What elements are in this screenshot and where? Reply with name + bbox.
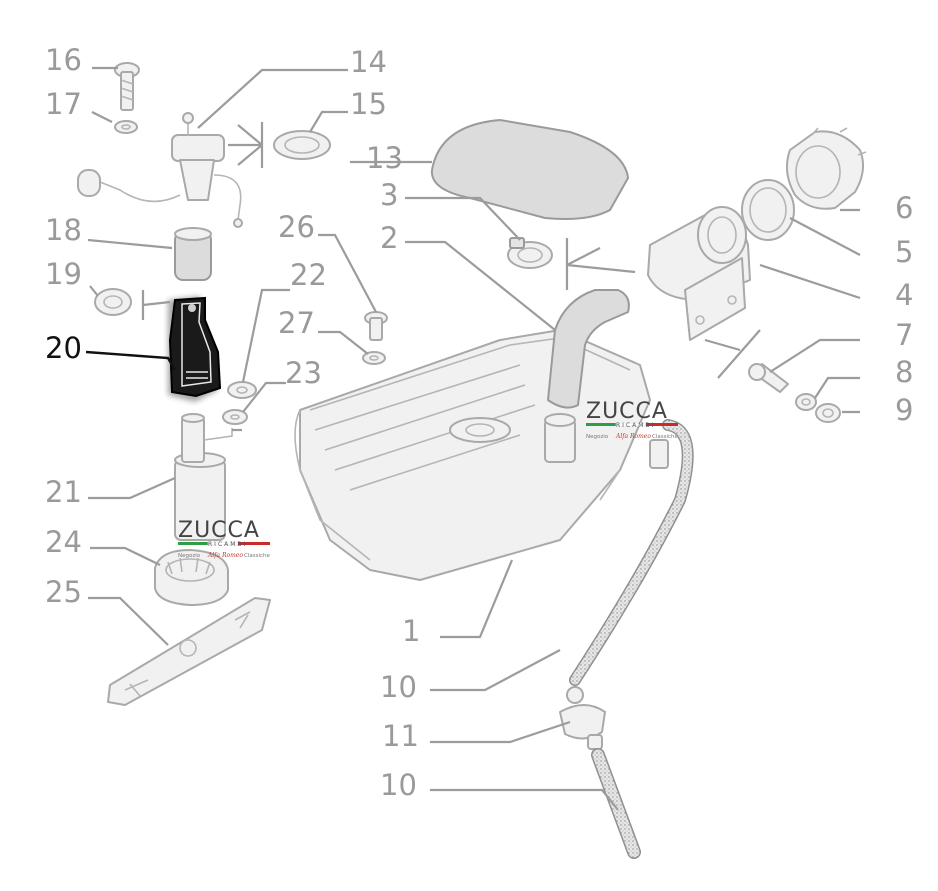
svg-text:Classiche: Classiche bbox=[652, 434, 679, 440]
label-7: 7 bbox=[895, 318, 913, 352]
fuel-pump bbox=[174, 413, 233, 541]
sender-seal bbox=[273, 130, 331, 160]
svg-text:RICAMBI: RICAMBI bbox=[208, 541, 247, 548]
filler-neck bbox=[647, 206, 751, 341]
label-11: 11 bbox=[382, 719, 419, 753]
filler-hose bbox=[546, 289, 630, 409]
damper-pad bbox=[430, 118, 630, 220]
label-10-upper: 10 bbox=[380, 670, 417, 704]
pump-bracket-highlighted bbox=[168, 296, 222, 402]
label-25: 25 bbox=[45, 575, 82, 609]
label-4: 4 bbox=[895, 278, 913, 312]
leader-lines bbox=[85, 66, 861, 811]
fuel-tank bbox=[294, 329, 651, 581]
hose-clamp bbox=[507, 237, 553, 269]
svg-text:Alfa Romeo: Alfa Romeo bbox=[207, 552, 243, 559]
watermark-logo-left: ZUCCA RICAMBI Negozio Alfa Romeo Classic… bbox=[178, 518, 271, 559]
label-15: 15 bbox=[350, 87, 387, 121]
svg-text:RICAMBI: RICAMBI bbox=[616, 422, 655, 429]
label-22: 22 bbox=[290, 258, 327, 292]
vent-hose bbox=[569, 419, 694, 686]
washer-8 bbox=[795, 393, 817, 411]
label-26: 26 bbox=[278, 210, 315, 244]
label-18: 18 bbox=[45, 213, 82, 247]
label-14: 14 bbox=[350, 45, 387, 79]
label-21: 21 bbox=[45, 475, 82, 509]
watermark-logo-right: ZUCCA RICAMBI Negozio Alfa Romeo Classic… bbox=[586, 399, 679, 440]
vent-valve bbox=[559, 686, 606, 750]
part-number-labels: 16 17 14 15 13 3 2 6 5 4 7 8 9 18 19 20 … bbox=[45, 43, 913, 802]
screw-26 bbox=[364, 311, 388, 341]
label-17: 17 bbox=[45, 87, 82, 121]
svg-text:Alfa Romeo: Alfa Romeo bbox=[615, 433, 651, 440]
label-2: 2 bbox=[380, 221, 398, 255]
vent-hose-lower bbox=[591, 748, 641, 859]
washer-17 bbox=[114, 120, 138, 134]
label-24: 24 bbox=[45, 525, 82, 559]
label-27: 27 bbox=[278, 306, 315, 340]
label-16: 16 bbox=[45, 43, 82, 77]
assembly-brackets bbox=[141, 122, 761, 432]
svg-text:ZUCCA: ZUCCA bbox=[586, 399, 668, 424]
label-23: 23 bbox=[285, 356, 322, 390]
filler-gasket bbox=[741, 179, 795, 241]
nut-22 bbox=[227, 381, 257, 399]
svg-text:Negozio: Negozio bbox=[178, 553, 201, 559]
fuel-level-sender bbox=[77, 112, 243, 228]
pump-filter bbox=[174, 227, 212, 281]
nut-9 bbox=[815, 403, 841, 423]
label-19: 19 bbox=[45, 257, 82, 291]
washer-27 bbox=[362, 351, 386, 365]
label-10-lower: 10 bbox=[380, 768, 417, 802]
label-3: 3 bbox=[380, 178, 398, 212]
screw-16 bbox=[114, 62, 140, 111]
label-1: 1 bbox=[402, 614, 420, 648]
retaining-ring bbox=[154, 549, 229, 606]
label-8: 8 bbox=[895, 355, 913, 389]
pump-clamp bbox=[94, 288, 132, 316]
svg-text:Negozio: Negozio bbox=[586, 434, 609, 440]
label-6: 6 bbox=[895, 191, 913, 225]
tank-strap bbox=[107, 597, 271, 706]
label-5: 5 bbox=[895, 235, 913, 269]
label-9: 9 bbox=[895, 393, 913, 427]
bolt-7 bbox=[748, 363, 789, 393]
svg-text:ZUCCA: ZUCCA bbox=[178, 518, 260, 543]
svg-text:Classiche: Classiche bbox=[244, 553, 271, 559]
label-20-highlighted: 20 bbox=[45, 331, 82, 365]
fuel-cap bbox=[785, 127, 867, 210]
washer-23 bbox=[222, 409, 248, 425]
label-13: 13 bbox=[366, 141, 403, 175]
